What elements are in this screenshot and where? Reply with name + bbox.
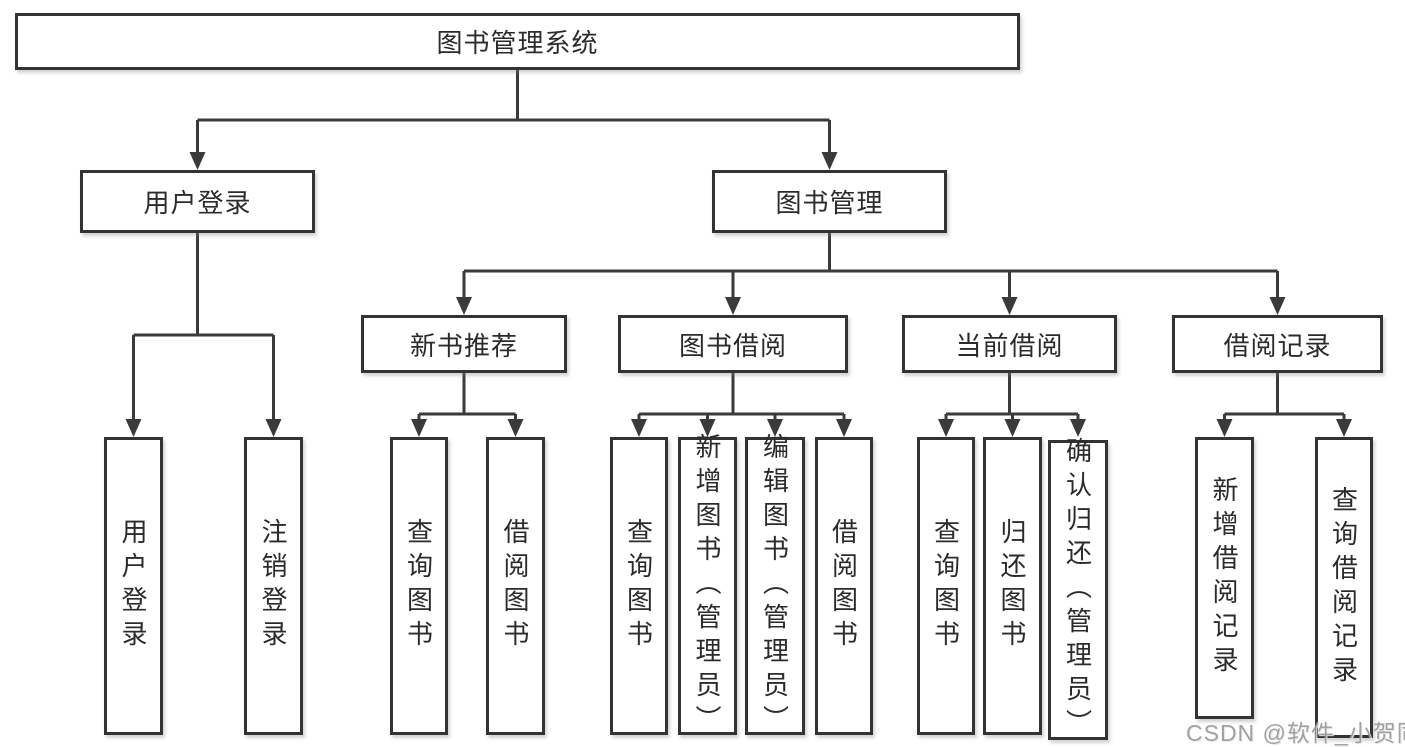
node-borrowing-records: 借阅记录 (1172, 315, 1383, 373)
leaf-user-login: 用户登录 (104, 437, 163, 735)
leaf-return-books-label: 归还图书 (997, 518, 1027, 654)
leaf-query-books-current: 查询图书 (917, 437, 975, 735)
node-user-login: 用户登录 (80, 170, 315, 233)
csdn-watermark: CSDN @软件_小贺同学 (1186, 720, 1405, 746)
leaf-logout-label: 注销登录 (258, 518, 288, 654)
node-book-management: 图书管理 (712, 170, 947, 233)
leaf-confirm-return-admin-label: 确认归还（管理员） (1062, 437, 1093, 743)
leaf-add-borrow-record-label: 新增借阅记录 (1209, 476, 1239, 680)
leaf-logout: 注销登录 (244, 437, 303, 735)
leaf-borrow-books-borrowing: 借阅图书 (815, 437, 873, 735)
leaf-edit-books-admin: 编辑图书（管理员） (745, 433, 805, 739)
node-root-label: 图书管理系统 (436, 28, 599, 58)
leaf-query-books-recommend-label: 查询图书 (403, 518, 434, 654)
leaf-borrow-books-recommend: 借阅图书 (486, 437, 545, 735)
node-user-login-label: 用户登录 (143, 188, 252, 218)
leaf-add-books-admin: 新增图书（管理员） (678, 433, 737, 739)
leaf-borrow-books-recommend-label: 借阅图书 (500, 518, 530, 654)
node-current-borrowing-label: 当前借阅 (955, 330, 1064, 361)
leaf-query-books-current-label: 查询图书 (930, 518, 961, 654)
leaf-add-borrow-record: 新增借阅记录 (1195, 437, 1254, 719)
leaf-add-books-admin-label: 新增图书（管理员） (692, 433, 722, 739)
node-new-book-recommend: 新书推荐 (361, 315, 567, 373)
leaf-user-login-label: 用户登录 (118, 518, 148, 654)
leaf-confirm-return-admin: 确认归还（管理员） (1048, 437, 1108, 743)
leaf-return-books: 归还图书 (983, 437, 1042, 735)
node-new-book-recommend-label: 新书推荐 (409, 330, 518, 361)
node-borrowing-records-label: 借阅记录 (1223, 330, 1332, 361)
node-book-management-label: 图书管理 (775, 188, 884, 218)
leaf-query-borrow-record: 查询借阅记录 (1315, 437, 1373, 738)
leaf-query-books-borrowing-label: 查询图书 (623, 518, 654, 654)
node-root: 图书管理系统 (15, 13, 1020, 70)
node-book-borrowing: 图书借阅 (618, 315, 848, 373)
leaf-query-books-recommend: 查询图书 (390, 437, 448, 735)
leaf-query-books-borrowing: 查询图书 (610, 437, 668, 735)
leaf-query-borrow-record-label: 查询借阅记录 (1328, 485, 1359, 690)
node-current-borrowing: 当前借阅 (902, 315, 1117, 373)
node-book-borrowing-label: 图书借阅 (678, 330, 787, 361)
leaf-edit-books-admin-label: 编辑图书（管理员） (759, 433, 790, 739)
leaf-borrow-books-borrowing-label: 借阅图书 (828, 518, 859, 654)
